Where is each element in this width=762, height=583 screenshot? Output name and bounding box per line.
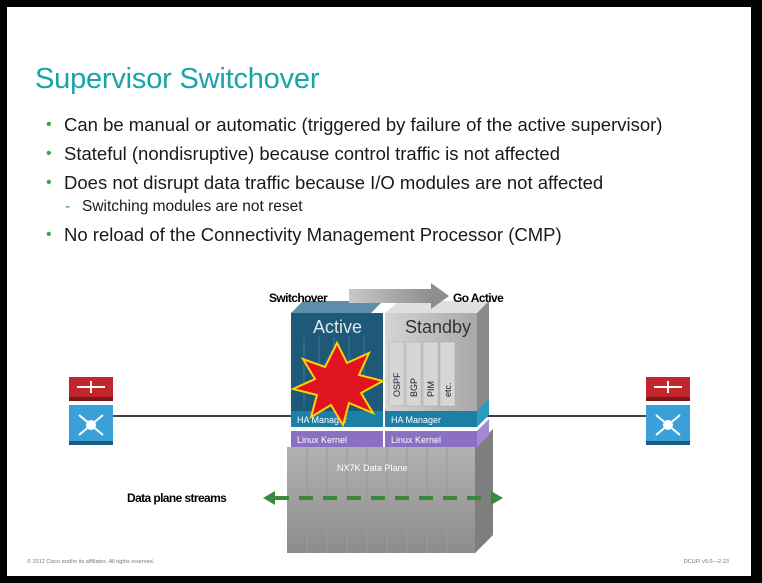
slide-title: Supervisor Switchover	[35, 63, 320, 95]
course-code-footer: DCUFI v5.0—2-23	[683, 559, 729, 565]
standby-label: Standby	[405, 317, 471, 337]
bullet-dot-icon: •	[46, 174, 52, 191]
bullet-dot-icon: •	[46, 116, 52, 133]
router-left-icon	[69, 377, 113, 445]
switchover-arrow-icon	[349, 283, 449, 309]
protocol-label-pim: PIM	[426, 381, 436, 397]
bullet-dash-icon: -	[65, 198, 71, 215]
standby-linux-kernel-label: Linux Kernel	[391, 435, 441, 445]
active-ha-manager-label: HA Manager	[297, 415, 347, 425]
failure-burst-icon	[289, 340, 386, 428]
protocol-label-ospf: OSPF	[392, 372, 402, 397]
bullet-text: Does not disrupt data traffic because I/…	[64, 172, 604, 193]
go-active-label: Go Active	[453, 291, 504, 305]
switchover-label: Switchover	[269, 291, 328, 305]
active-label: Active	[313, 317, 362, 337]
bullet-text: Stateful (nondisruptive) because control…	[64, 143, 561, 164]
bullet-item: • Stateful (nondisruptive) because contro…	[37, 144, 727, 164]
bullet-text: Can be manual or automatic (triggered by…	[64, 114, 663, 135]
bullet-dot-icon: •	[46, 226, 52, 243]
protocol-label-etc: etc.	[443, 382, 453, 397]
bullet-list: • Can be manual or automatic (triggered b…	[37, 115, 727, 254]
switchover-diagram: NX7K Data Plane Active HA Manager Linux …	[69, 283, 690, 553]
copyright-footer: © 2012 Cisco and/or its affiliates. All …	[27, 559, 155, 565]
bullet-item: • No reload of the Connectivity Managemen…	[37, 225, 727, 245]
sub-bullet-item: -Switching modules are not reset	[37, 197, 727, 217]
data-streams-label: Data plane streams	[127, 491, 227, 505]
bullet-text: Switching modules are not reset	[82, 198, 303, 215]
bullet-dot-icon: •	[46, 145, 52, 162]
data-plane-label: NX7K Data Plane	[337, 463, 408, 473]
data-stream-arrow-icon	[263, 491, 503, 505]
protocol-label-bgp: BGP	[409, 378, 419, 397]
slide: Supervisor Switchover • Can be manual or …	[7, 7, 751, 576]
bullet-item: • Does not disrupt data traffic because I…	[37, 173, 727, 193]
bullet-text: No reload of the Connectivity Management…	[64, 224, 562, 245]
standby-supervisor: Standby OSPF BGP PIM etc. HA Manager Lin…	[385, 301, 489, 447]
data-plane-chassis: NX7K Data Plane	[287, 429, 493, 553]
bullet-item: • Can be manual or automatic (triggered b…	[37, 115, 727, 135]
router-right-icon	[646, 377, 690, 445]
active-linux-kernel-label: Linux Kernel	[297, 435, 347, 445]
standby-ha-manager-label: HA Manager	[391, 415, 441, 425]
